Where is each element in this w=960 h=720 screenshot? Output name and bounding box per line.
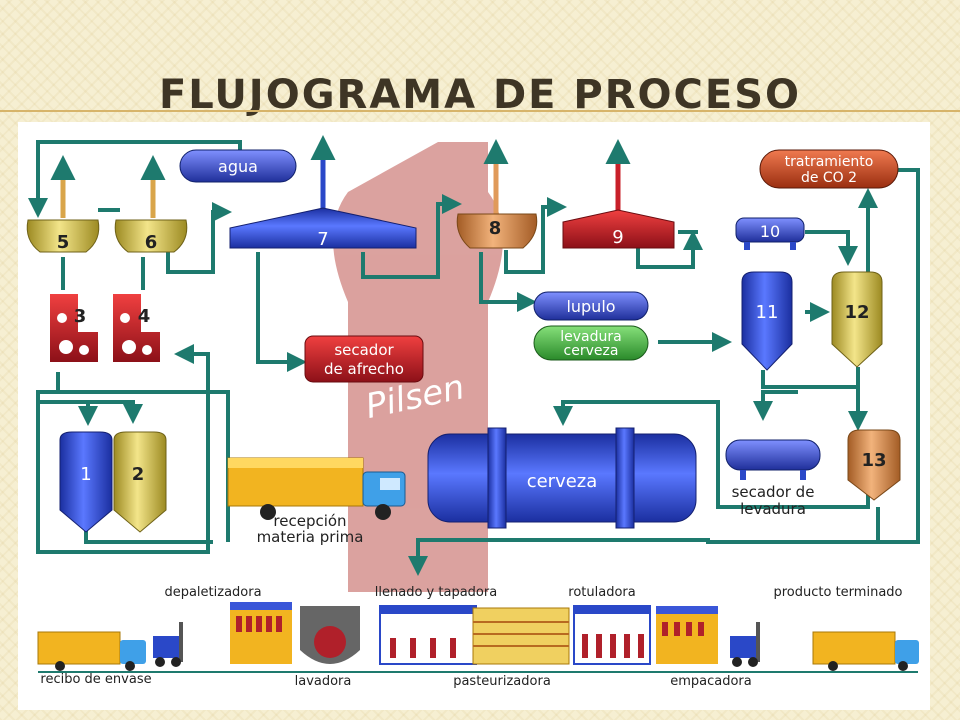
- recepcion-line2: materia prima: [257, 528, 364, 546]
- unit-6-label: 6: [145, 232, 158, 253]
- lupulo-tag: lupulo: [533, 291, 649, 321]
- bottling-line: [37, 602, 919, 673]
- secador-afrecho-line1: secador: [334, 341, 394, 359]
- unit-9: 9: [562, 209, 675, 249]
- co2-treatment-tag: tratramiento de CO 2: [759, 149, 899, 189]
- secador-levadura: secador de levadura: [725, 439, 821, 518]
- label-producto: producto terminado: [774, 585, 903, 600]
- unit-5: 5: [26, 219, 100, 253]
- unit-12-label: 12: [844, 302, 869, 323]
- unit-13-label: 13: [861, 450, 886, 471]
- unit-2-label: 2: [132, 464, 145, 485]
- label-rotuladora: rotuladora: [568, 585, 635, 600]
- unit-6: 6: [114, 219, 188, 253]
- lupulo-label: lupulo: [566, 297, 615, 316]
- unit-1: 1: [59, 431, 113, 533]
- raw-material-truck: recepción materia prima: [227, 457, 406, 546]
- unit-10-label: 10: [760, 222, 780, 241]
- agua-tag: agua: [179, 149, 297, 183]
- label-lavadora: lavadora: [295, 674, 352, 689]
- secador-afrecho-line2: de afrecho: [324, 360, 404, 378]
- agua-label: agua: [218, 157, 258, 176]
- label-pasteurizadora: pasteurizadora: [453, 674, 551, 689]
- unit-2: 2: [113, 431, 167, 533]
- unit-3-label: 3: [74, 306, 87, 327]
- unit-5-label: 5: [57, 232, 70, 253]
- unit-10: 10: [735, 217, 805, 250]
- recepcion-line1: recepción: [273, 512, 346, 530]
- vents: [50, 135, 631, 222]
- unit-8: 8: [456, 213, 538, 249]
- unit-11-label: 11: [756, 302, 779, 323]
- secador-levadura-line1: secador de: [732, 483, 815, 501]
- bottling-line-labels: depaletizadora llenado y tapadora rotula…: [40, 585, 902, 689]
- label-recibo: recibo de envase: [40, 672, 151, 687]
- cerveza-tank: cerveza: [427, 427, 697, 529]
- levadura-tag: levadura cerveza: [533, 325, 649, 361]
- levadura-label-line1: levadura: [560, 329, 621, 345]
- label-depaletizadora: depaletizadora: [164, 585, 261, 600]
- label-llenado: llenado y tapadora: [375, 585, 497, 600]
- unit-13: 13: [847, 429, 901, 501]
- unit-7-label: 7: [317, 229, 328, 250]
- label-empacadora: empacadora: [670, 674, 752, 689]
- levadura-label-line2: cerveza: [564, 343, 619, 359]
- unit-4-label: 4: [138, 306, 151, 327]
- unit-12: 12: [831, 271, 883, 368]
- unit-1-label: 1: [80, 464, 91, 485]
- co2-label-line2: de CO 2: [801, 170, 857, 186]
- pipes: [28, 140, 920, 576]
- secador-afrecho-tag: secador de afrecho: [304, 335, 424, 383]
- unit-3: 3: [50, 294, 98, 362]
- unit-11: 11: [741, 271, 793, 371]
- cerveza-label: cerveza: [527, 471, 598, 492]
- secador-levadura-line2: levadura: [740, 500, 806, 518]
- co2-label-line1: tratramiento: [785, 154, 874, 170]
- unit-7: 7: [229, 207, 417, 250]
- process-flow-diagram: Pilsen: [26, 135, 920, 689]
- unit-9-label: 9: [612, 227, 623, 248]
- title-rule: [0, 110, 960, 112]
- unit-4: 4: [113, 294, 160, 362]
- unit-8-label: 8: [489, 218, 502, 239]
